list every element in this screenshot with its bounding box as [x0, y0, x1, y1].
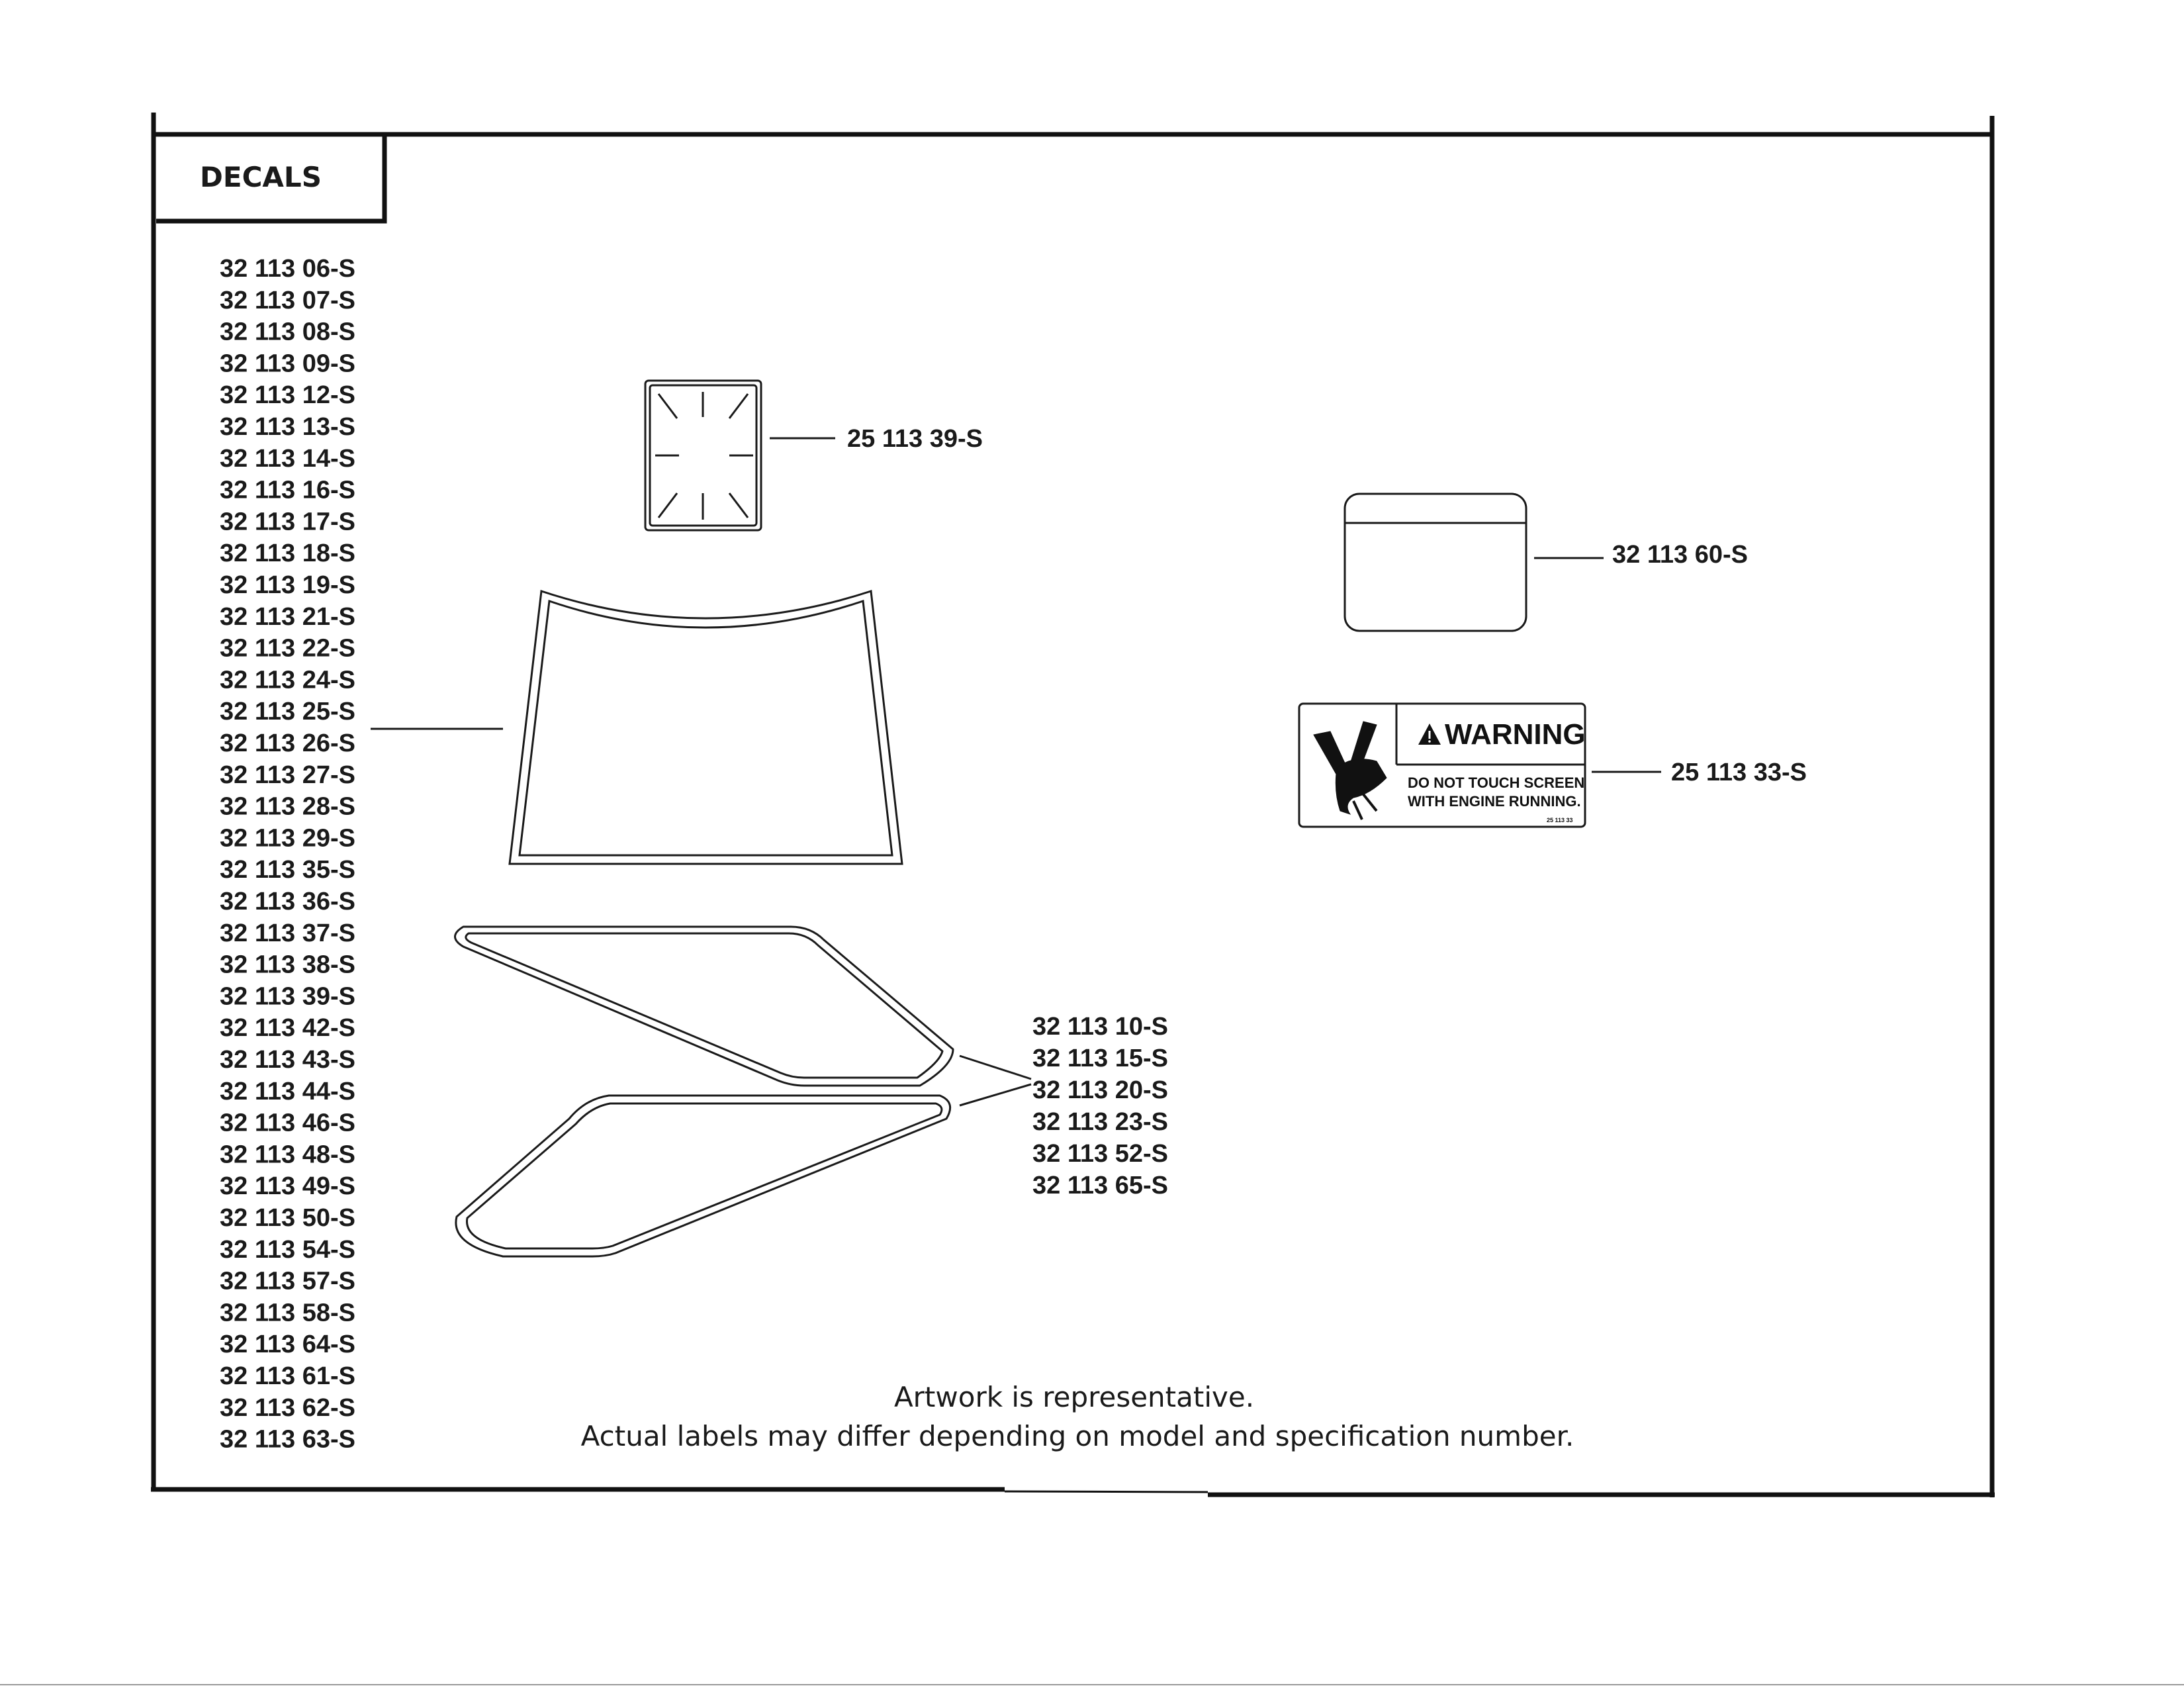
part-number: 32 113 57-S: [220, 1268, 355, 1295]
warning-line-2: WITH ENGINE RUNNING.: [1408, 793, 1581, 810]
card-decal-callout: 32 113 60-S: [1612, 541, 1748, 569]
windshield-decal-drawing: [371, 589, 903, 865]
part-number: 32 113 35-S: [220, 856, 355, 884]
part-number: 32 113 21-S: [220, 603, 355, 631]
part-number: 32 113 58-S: [220, 1299, 355, 1327]
part-number: 32 113 49-S: [220, 1172, 355, 1200]
part-number: 32 113 37-S: [220, 919, 355, 947]
part-number: 32 113 14-S: [220, 445, 355, 473]
part-number: 32 113 54-S: [220, 1236, 355, 1264]
part-number: 32 113 10-S: [1032, 1013, 1168, 1041]
small-decal-callout: 25 113 39-S: [847, 425, 983, 453]
part-number: 32 113 23-S: [1032, 1108, 1168, 1136]
part-number: 32 113 63-S: [220, 1426, 355, 1454]
part-number: 32 113 24-S: [220, 666, 355, 694]
part-number: 32 113 38-S: [220, 951, 355, 979]
part-number: 32 113 27-S: [220, 761, 355, 789]
part-number: 32 113 07-S: [220, 287, 355, 314]
part-number: 32 113 17-S: [220, 508, 355, 536]
part-number: 32 113 62-S: [220, 1394, 355, 1422]
warning-heading: WARNING: [1445, 718, 1586, 751]
part-number: 32 113 09-S: [220, 350, 355, 377]
small-decal-drawing: [644, 379, 835, 532]
part-number: 32 113 13-S: [220, 413, 355, 441]
page-title: DECALS: [200, 161, 322, 193]
hand-pinch-hazard-icon: [1313, 721, 1387, 820]
footer-note-line-1: Artwork is representative.: [894, 1381, 1254, 1413]
part-number: 32 113 42-S: [220, 1014, 355, 1042]
warning-decal-drawing: WARNING DO NOT TOUCH SCREEN WITH ENGINE …: [1298, 702, 1661, 828]
warning-line-1: DO NOT TOUCH SCREEN: [1408, 774, 1584, 791]
part-number: 32 113 46-S: [220, 1109, 355, 1137]
part-number: 32 113 25-S: [220, 698, 355, 726]
part-number: 32 113 22-S: [220, 635, 355, 663]
upper-side-stripe-drawing: [454, 925, 954, 1087]
card-decal-drawing: [1343, 492, 1604, 632]
part-number: 32 113 06-S: [220, 255, 355, 283]
lower-side-stripe-drawing: [455, 1055, 1032, 1258]
warning-decal-callout: 25 113 33-S: [1671, 759, 1807, 786]
part-number: 32 113 26-S: [220, 729, 355, 757]
part-number: 32 113 44-S: [220, 1078, 355, 1105]
part-number: 32 113 08-S: [220, 318, 355, 346]
part-number: 32 113 65-S: [1032, 1172, 1168, 1199]
warning-code: 25 113 33: [1547, 817, 1573, 823]
part-number: 32 113 16-S: [220, 477, 355, 504]
part-number: 32 113 15-S: [1032, 1045, 1168, 1072]
outer-frame: [151, 113, 1995, 1497]
part-number: 32 113 12-S: [220, 381, 355, 409]
footer-note-line-2: Actual labels may differ depending on mo…: [581, 1420, 1574, 1452]
part-number: 32 113 28-S: [220, 793, 355, 821]
side-stripe-part-list: 32 113 10-S 32 113 15-S 32 113 20-S 32 113 …: [1032, 1013, 1168, 1199]
part-number: 32 113 61-S: [220, 1362, 355, 1390]
title-box: DECALS: [156, 132, 387, 224]
warning-triangle-icon: [1418, 724, 1441, 745]
part-number: 32 113 29-S: [220, 824, 355, 852]
part-number: 32 113 52-S: [1032, 1140, 1168, 1168]
part-number: 32 113 50-S: [220, 1204, 355, 1232]
part-number: 32 113 39-S: [220, 982, 355, 1010]
part-number: 32 113 43-S: [220, 1046, 355, 1074]
part-number: 32 113 19-S: [220, 571, 355, 599]
part-number: 32 113 64-S: [220, 1331, 355, 1358]
part-number: 32 113 20-S: [1032, 1076, 1168, 1104]
left-part-list: 32 113 06-S 32 113 07-S 32 113 08-S 32 113 …: [220, 255, 355, 1454]
part-number: 32 113 48-S: [220, 1141, 355, 1168]
part-number: 32 113 18-S: [220, 539, 355, 567]
part-number: 32 113 36-S: [220, 888, 355, 915]
